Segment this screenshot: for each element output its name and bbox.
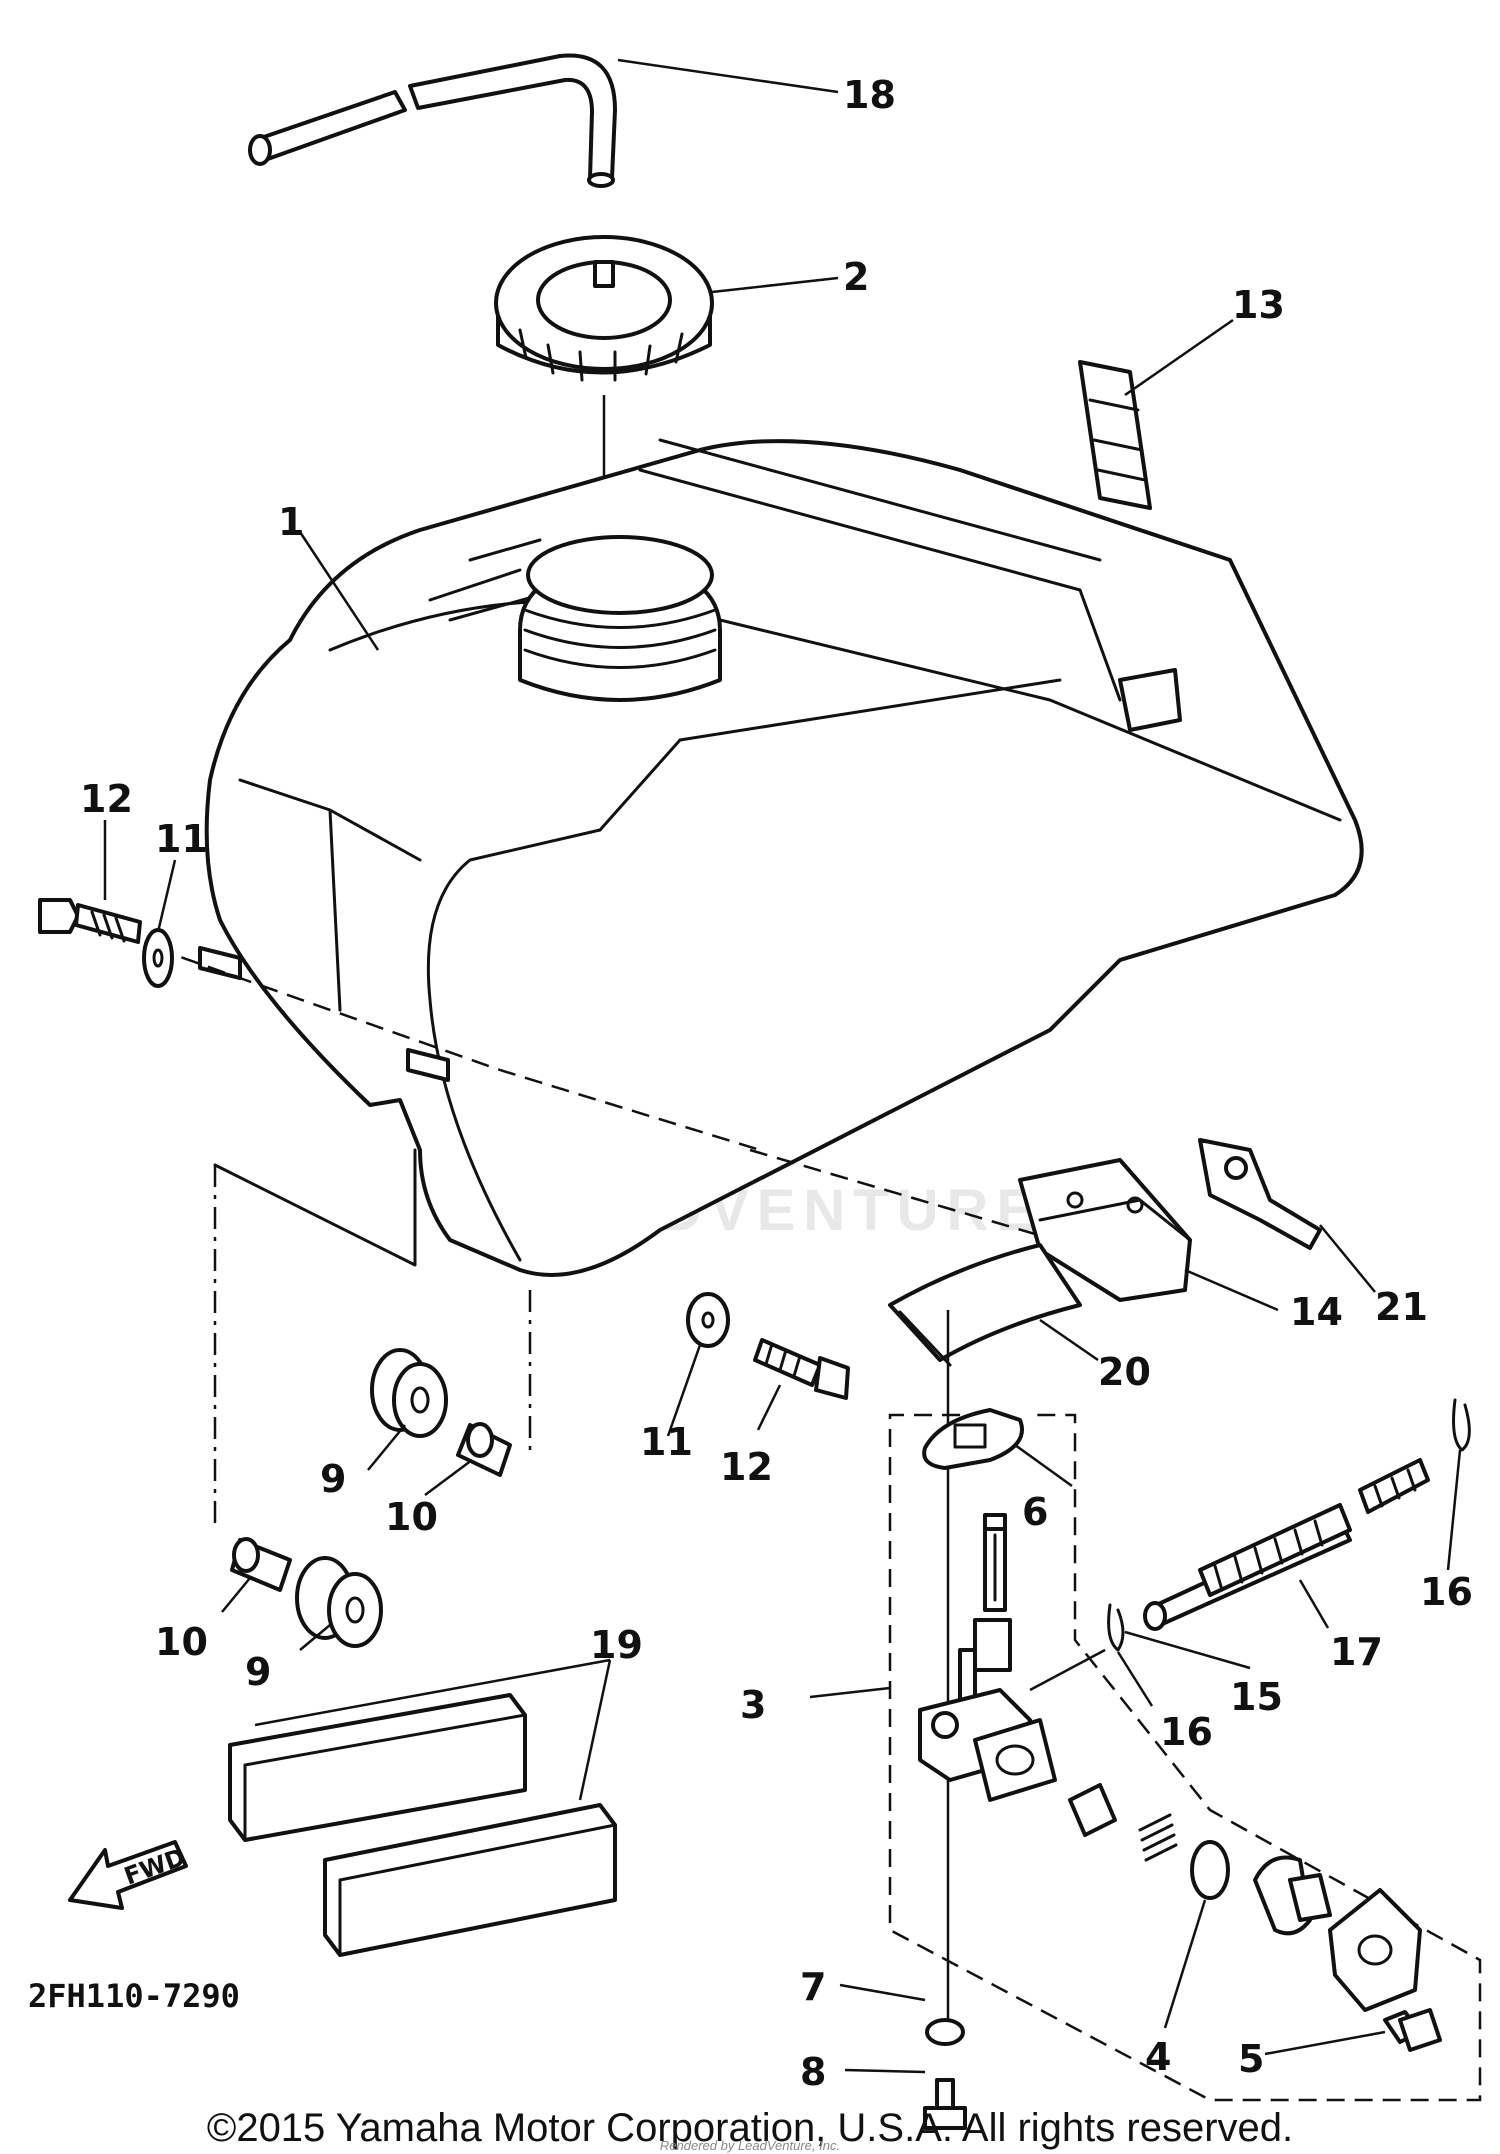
guide-line bbox=[213, 1148, 417, 1267]
washer-right bbox=[686, 1292, 730, 1348]
collar-upper bbox=[456, 1422, 512, 1477]
damper-pad bbox=[888, 1243, 1082, 1367]
pipe-protector bbox=[1198, 1503, 1352, 1597]
callout-21: 21 bbox=[1375, 1285, 1428, 1329]
leader-line bbox=[1029, 1648, 1106, 1692]
fwd-arrow-icon: FWD bbox=[68, 1840, 189, 1910]
callout-4: 4 bbox=[1145, 2035, 1171, 2079]
callout-leaders bbox=[103, 58, 1462, 2074]
callout-12-left: 12 bbox=[80, 777, 133, 821]
valve-cover-plate bbox=[1328, 1888, 1422, 2012]
guide-line bbox=[749, 1148, 1131, 1264]
callout-16-left: 16 bbox=[1160, 1710, 1213, 1754]
valve-lever bbox=[1253, 1855, 1332, 1936]
callout-3: 3 bbox=[740, 1683, 766, 1727]
callout-8: 8 bbox=[800, 2050, 826, 2094]
callout-7: 7 bbox=[800, 1965, 826, 2009]
drain-screw bbox=[923, 2078, 967, 2130]
callout-9-lower: 9 bbox=[245, 1650, 271, 1694]
o-ring bbox=[1190, 1840, 1230, 1900]
tank-pad-upper bbox=[228, 1693, 527, 1842]
callout-9-upper: 9 bbox=[320, 1457, 346, 1501]
bolt-left bbox=[38, 898, 142, 944]
callout-11-left: 11 bbox=[155, 817, 208, 861]
breather-hose bbox=[248, 53, 617, 188]
fuel-cock-assembly-box bbox=[888, 1413, 1482, 2102]
grommet-lower bbox=[295, 1556, 383, 1648]
valve-body-seal bbox=[1068, 1783, 1117, 1837]
callout-17: 17 bbox=[1330, 1630, 1383, 1674]
fuel-cock-gasket bbox=[922, 1408, 1024, 1470]
pipe-fitting bbox=[1358, 1458, 1430, 1514]
fuel-cock bbox=[918, 1513, 1057, 1802]
callout-14: 14 bbox=[1290, 1290, 1343, 1334]
callout-6: 6 bbox=[1022, 1490, 1048, 1534]
callout-10-upper: 10 bbox=[385, 1495, 438, 1539]
fuel-tank-cap bbox=[494, 235, 714, 382]
callout-2: 2 bbox=[843, 255, 869, 299]
hose-clamp-upper bbox=[1452, 1398, 1471, 1452]
washer-left bbox=[142, 928, 174, 988]
collar-lower bbox=[230, 1537, 292, 1592]
screw-cover bbox=[1383, 2008, 1442, 2052]
callout-11-right: 11 bbox=[640, 1420, 693, 1464]
tank-clip bbox=[1078, 360, 1152, 510]
callout-5: 5 bbox=[1238, 2037, 1264, 2081]
rendered-by-note: Rendered by LeadVenture, Inc. bbox=[659, 2138, 841, 2153]
guide-line bbox=[154, 946, 761, 1152]
callout-19: 19 bbox=[590, 1623, 643, 1667]
callout-18: 18 bbox=[843, 73, 896, 117]
hose-clamp-lower bbox=[1107, 1603, 1125, 1652]
grommet-upper bbox=[370, 1348, 448, 1438]
callout-12-right: 12 bbox=[720, 1445, 773, 1489]
guide-line bbox=[213, 1165, 532, 1525]
callout-10-lower: 10 bbox=[155, 1620, 208, 1664]
valve-spring bbox=[1138, 1813, 1178, 1862]
diagram-code: 2FH110-7290 bbox=[28, 1977, 240, 2015]
fuel-tank bbox=[198, 438, 1364, 1277]
callout-15: 15 bbox=[1230, 1675, 1283, 1719]
callout-20: 20 bbox=[1098, 1350, 1151, 1394]
tank-pad-lower bbox=[323, 1803, 617, 1957]
bracket-clip bbox=[1198, 1138, 1322, 1250]
callout-13: 13 bbox=[1232, 283, 1285, 327]
bolt-right bbox=[753, 1338, 850, 1400]
drain-washer bbox=[925, 2018, 965, 2046]
callout-16-right: 16 bbox=[1420, 1570, 1473, 1614]
callout-1: 1 bbox=[278, 500, 304, 544]
copyright-notice: ©2015 Yamaha Motor Corporation, U.S.A. A… bbox=[206, 2106, 1294, 2150]
